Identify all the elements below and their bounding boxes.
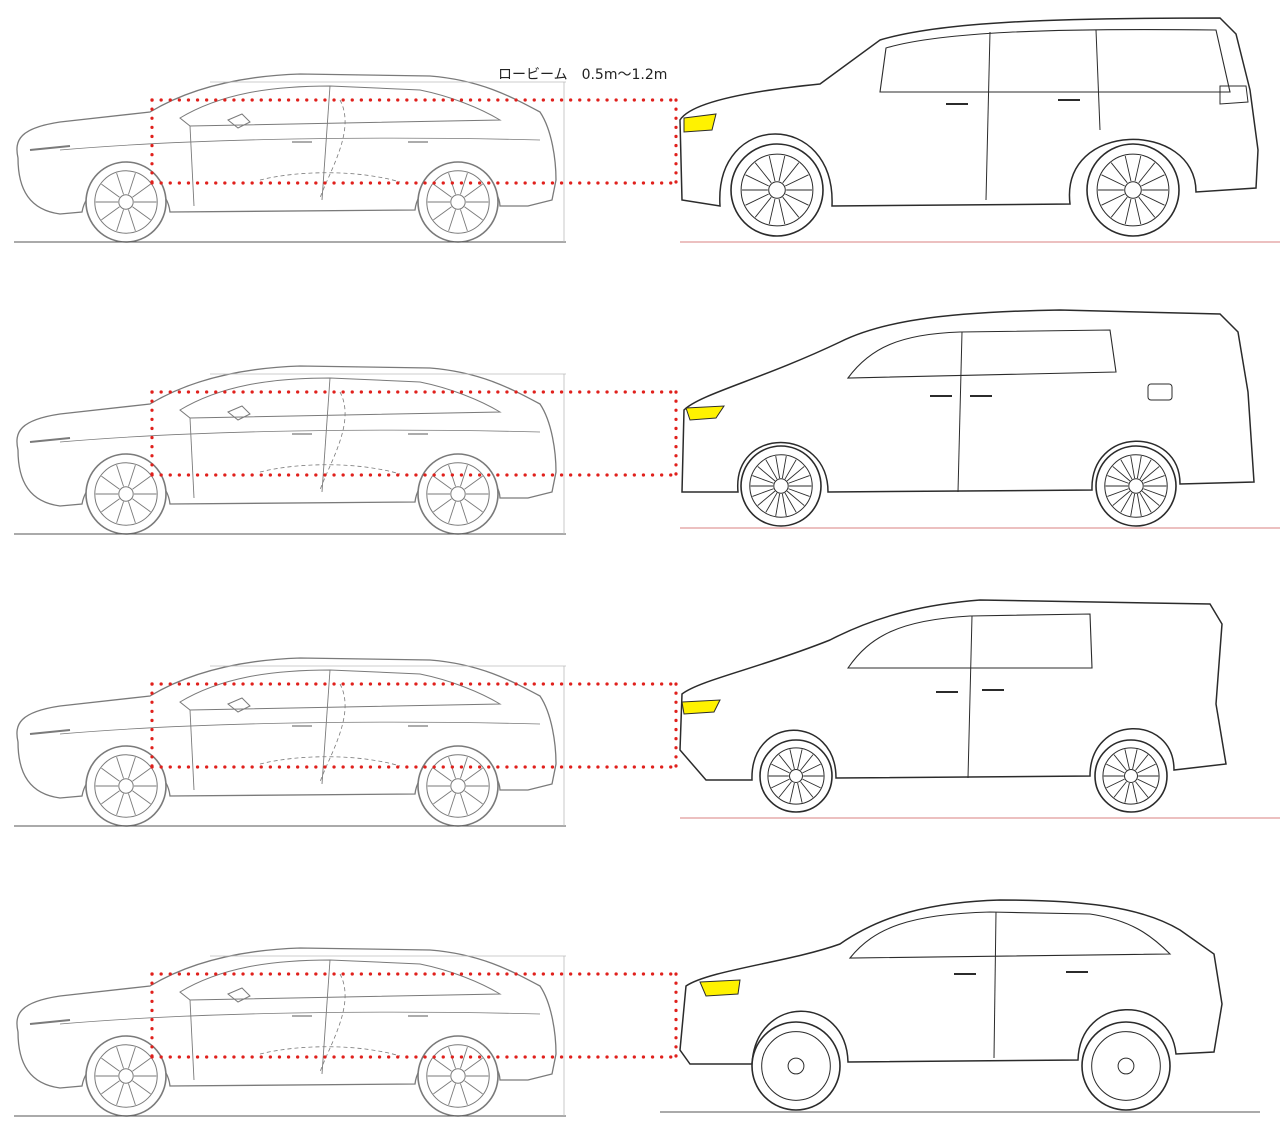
luxvan-body xyxy=(681,309,1255,493)
suv-headlight xyxy=(683,113,717,133)
large-suv xyxy=(679,17,1280,243)
suv-taillight xyxy=(1219,85,1249,105)
suv-rear-wheel xyxy=(1086,143,1180,237)
hatchback-mirror xyxy=(227,697,251,713)
hatchback-headlight xyxy=(29,729,71,735)
low-beam-range xyxy=(150,682,678,769)
hatchback-rear-wheel xyxy=(417,453,499,535)
boxvan-front-wheel xyxy=(759,739,833,813)
hatchback-headlight xyxy=(29,437,71,443)
reference-hatchback xyxy=(14,365,566,535)
crossover-rear-wheel xyxy=(1081,1021,1171,1111)
boxy-minivan xyxy=(679,599,1280,819)
hatchback-mirror xyxy=(227,987,251,1003)
suv-body xyxy=(679,17,1259,207)
hatchback-rear-wheel xyxy=(417,1035,499,1117)
reference-hatchback xyxy=(14,657,566,827)
low-beam-range xyxy=(150,390,678,477)
crossover-headlight xyxy=(699,979,741,997)
boxvan-windows xyxy=(846,613,1093,669)
boxvan-body xyxy=(679,599,1227,781)
hatchback-mirror xyxy=(227,405,251,421)
hatchback-front-wheel xyxy=(85,745,167,827)
luxvan-headlight xyxy=(685,405,725,421)
suv-front-wheel xyxy=(730,143,824,237)
luxvan-front-wheel xyxy=(740,445,822,527)
row-3 xyxy=(14,599,1280,827)
suv-windows xyxy=(879,28,1231,93)
hatchback-headlight xyxy=(29,145,71,151)
hatchback-front-wheel xyxy=(85,161,167,243)
low-beam-caption: ロービーム 0.5m〜1.2m xyxy=(498,67,668,83)
crossover-windows xyxy=(848,911,1172,959)
crossover-front-wheel xyxy=(751,1021,841,1111)
reference-hatchback xyxy=(14,73,566,243)
hatchback-front-wheel xyxy=(85,453,167,535)
crossover-suv xyxy=(660,899,1260,1113)
hatchback-rear-wheel xyxy=(417,745,499,827)
hatchback-rear-wheel xyxy=(417,161,499,243)
low-beam-range xyxy=(150,972,678,1059)
hatchback-mirror xyxy=(227,113,251,129)
reference-hatchback xyxy=(14,947,566,1117)
luxvan-rear-wheel xyxy=(1095,445,1177,527)
low-beam-range xyxy=(150,98,678,185)
hatchback-front-wheel xyxy=(85,1035,167,1117)
hatchback-headlight xyxy=(29,1019,71,1025)
boxvan-headlight xyxy=(681,699,721,715)
row-4 xyxy=(14,899,1260,1117)
crossover-body xyxy=(679,899,1223,1065)
luxvan-windows xyxy=(846,329,1117,379)
luxury-minivan xyxy=(680,309,1280,529)
row-1 xyxy=(14,17,1280,243)
row-2 xyxy=(14,309,1280,535)
boxvan-rear-wheel xyxy=(1094,739,1168,813)
